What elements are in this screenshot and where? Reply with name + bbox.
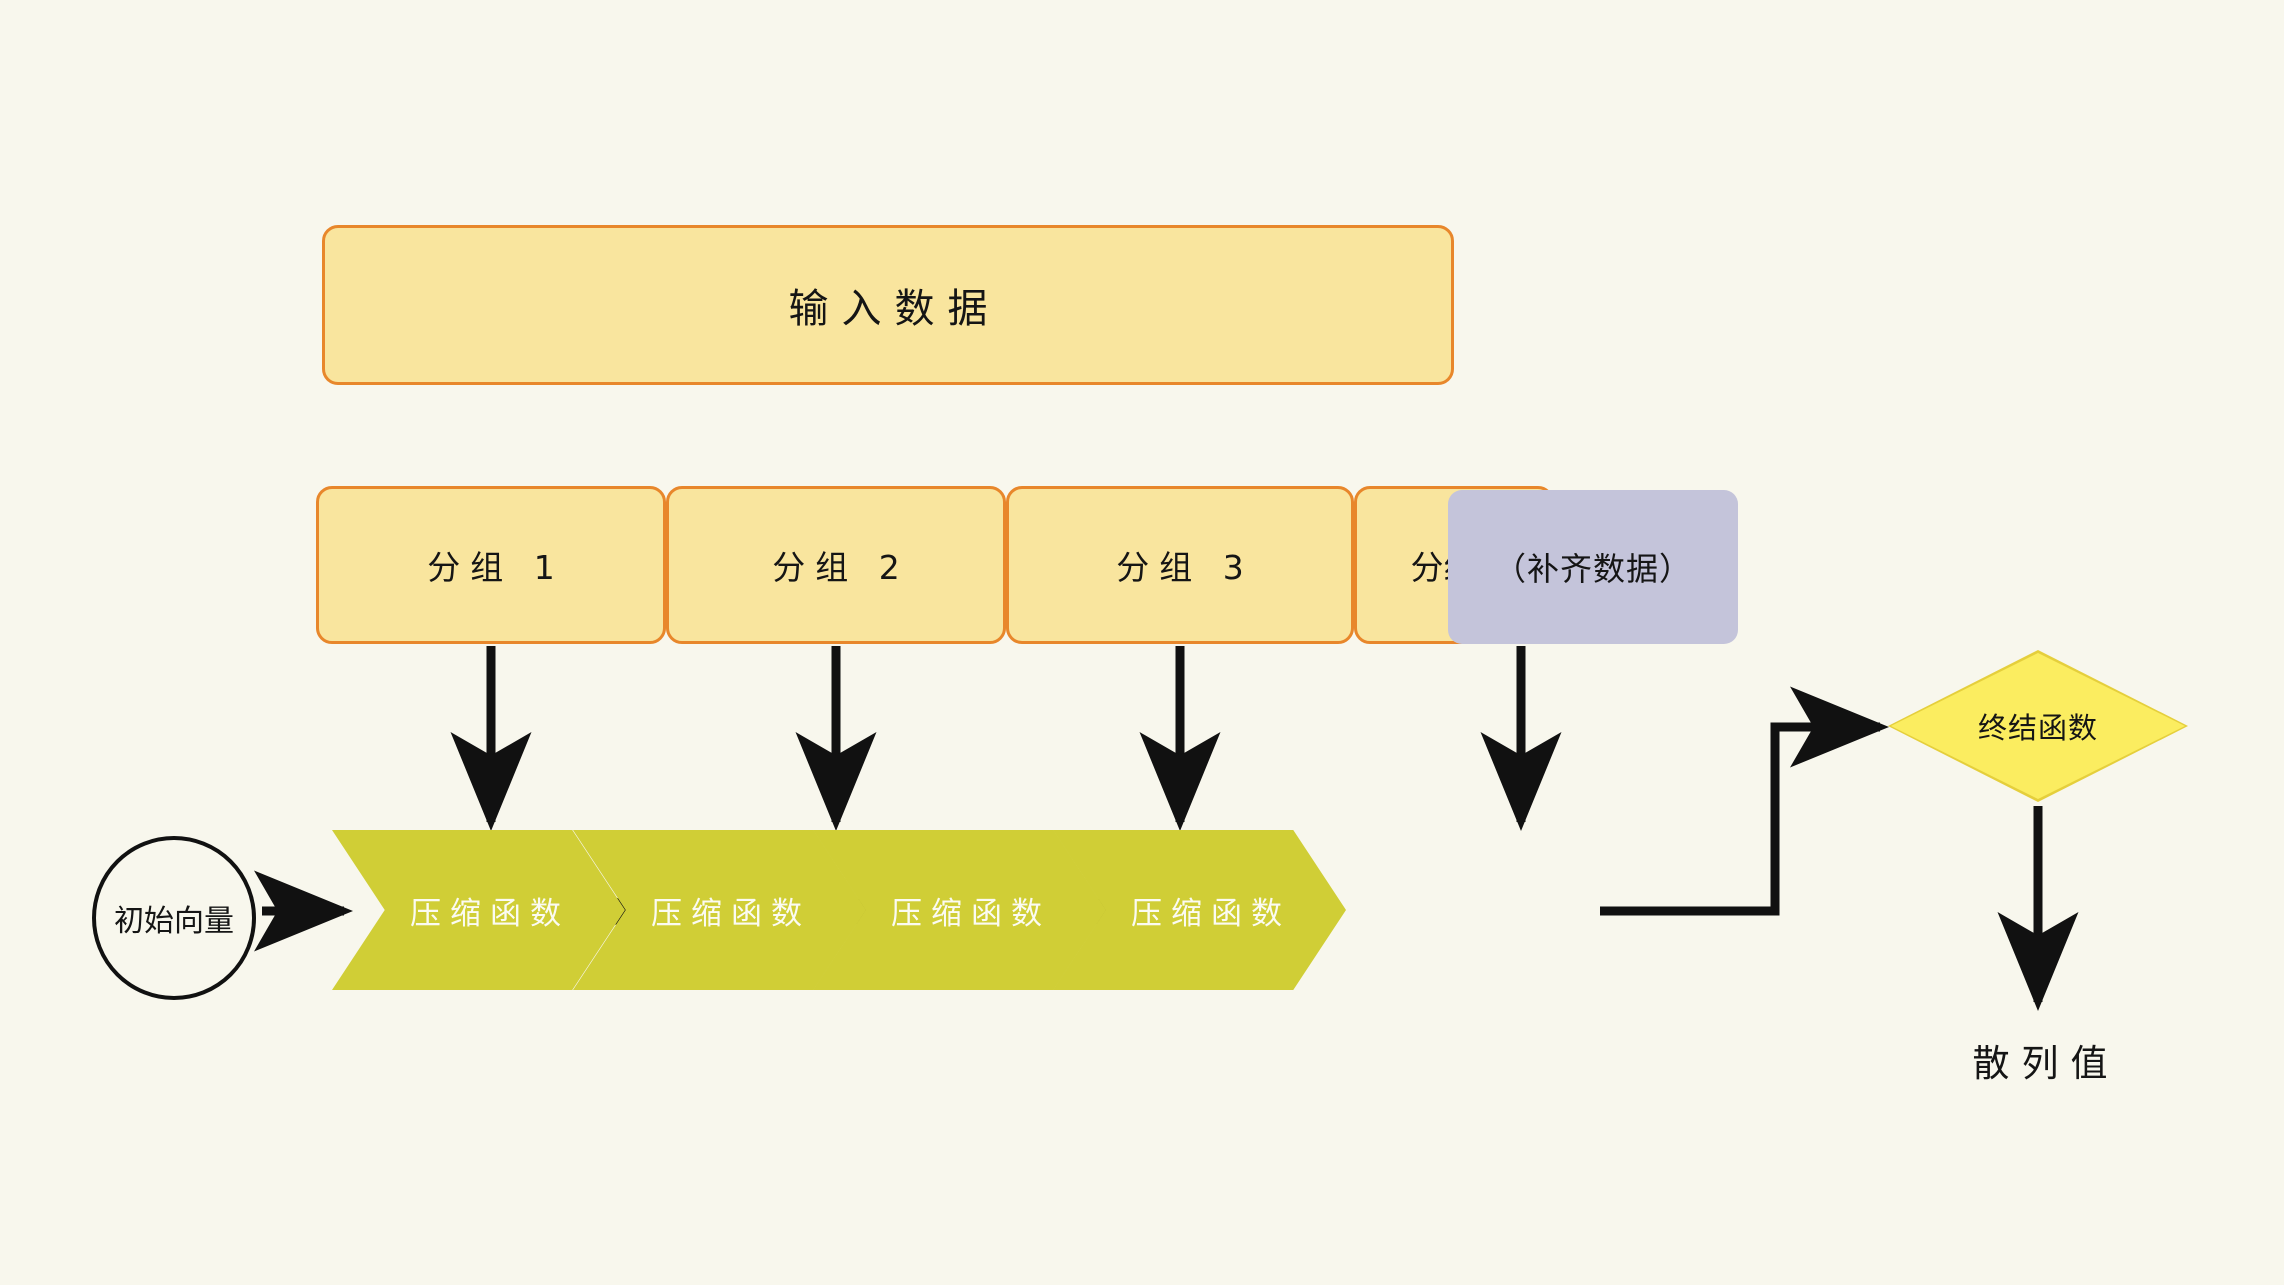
compression-function-2-label: 压缩函数: [651, 895, 811, 932]
group-block-3: 分组 3: [1006, 486, 1354, 644]
compression-function-4-label: 压缩函数: [1131, 895, 1291, 932]
compression-function-1-label: 压缩函数: [410, 895, 570, 932]
finalization-function-node: 终结函数: [1888, 650, 2188, 802]
group-to-compression-arrows: [450, 646, 1562, 831]
initial-vector-node: 初始向量: [92, 836, 256, 1000]
padding-data-block: （补齐数据）: [1448, 490, 1738, 644]
group-block-1: 分组 1: [316, 486, 666, 644]
padding-data-label: （补齐数据）: [1493, 550, 1692, 588]
hash-value-node: 散列值: [1915, 1030, 2165, 1090]
group-block-1-label: 分组 1: [427, 548, 565, 587]
compression-function-1: 压缩函数: [332, 830, 625, 990]
group-block-2-label: 分组 2: [772, 548, 910, 587]
input-data-block: 输入数据: [322, 225, 1454, 385]
arrow-compression4-to-finalization: [1600, 686, 1889, 916]
group-block-2: 分组 2: [666, 486, 1006, 644]
finalization-function-label: 终结函数: [1977, 711, 2098, 745]
initial-vector-label: 初始向量: [114, 904, 234, 939]
hash-value-label: 散列值: [1972, 1042, 2120, 1085]
group-block-3-label: 分组 3: [1116, 548, 1254, 587]
input-data-label: 输入数据: [788, 286, 1001, 332]
compression-function-3-label: 压缩函数: [891, 895, 1051, 932]
